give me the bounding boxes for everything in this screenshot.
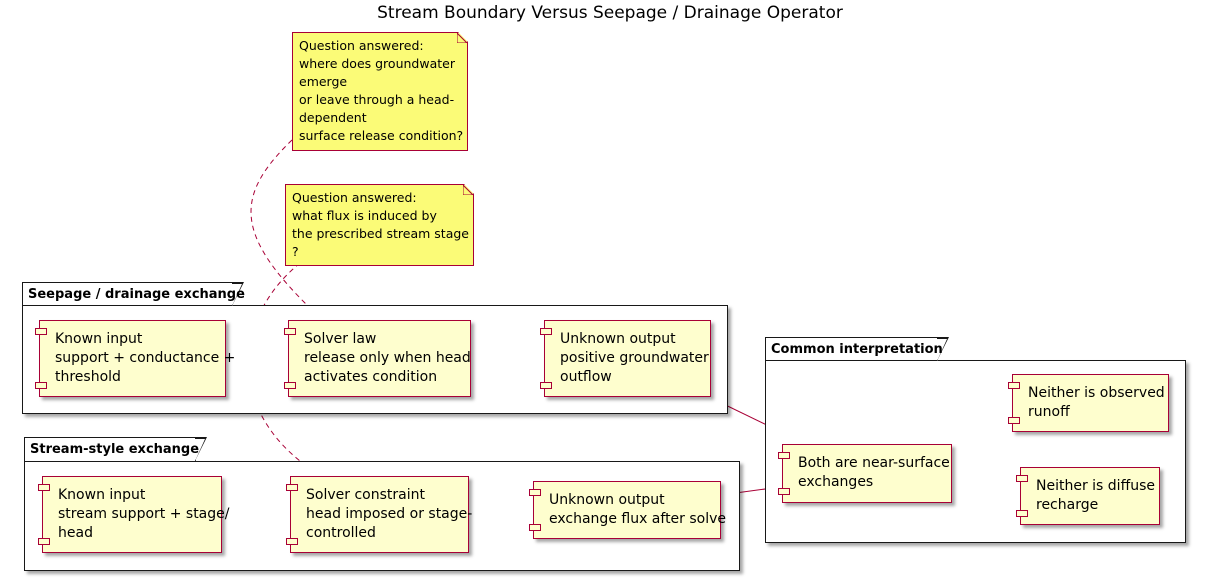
stream-solver-constraint[interactable]: Solver constraint head imposed or stage-… [286,476,472,553]
both-near-surface-exchanges[interactable]: Both are near-surface exchanges [778,444,952,503]
package-tab-seepage: Seepage / drainage exchange [22,281,245,306]
seep-known-input[interactable]: Known input support + conductance + thre… [35,320,235,397]
seep-solver-law[interactable]: Solver law release only when head activa… [284,320,471,397]
seep-unknown-output[interactable]: Unknown output positive groundwater outf… [540,320,711,397]
stream-known-input[interactable]: Known input stream support + stage/ head [38,476,229,553]
note-fold-icon [463,185,473,195]
neither-diffuse-recharge[interactable]: Neither is diffuse recharge [1016,467,1160,525]
package-label-common: Common interpretation [771,342,943,357]
stream-question-note: Question answered: what flux is induced … [285,184,474,266]
seepage-question-note: Question answered: where does groundwate… [292,32,468,151]
package-tab-common: Common interpretation [765,336,949,361]
package-label-seepage: Seepage / drainage exchange [28,287,245,302]
note-fold-icon [457,33,467,43]
neither-observed-runoff[interactable]: Neither is observed runoff [1008,374,1169,432]
stream-unknown-output[interactable]: Unknown output exchange flux after solve [529,481,726,539]
diagram-title: Stream Boundary Versus Seepage / Drainag… [377,3,843,23]
package-label-stream: Stream-style exchange [30,442,200,457]
package-tab-stream: Stream-style exchange [24,436,207,461]
